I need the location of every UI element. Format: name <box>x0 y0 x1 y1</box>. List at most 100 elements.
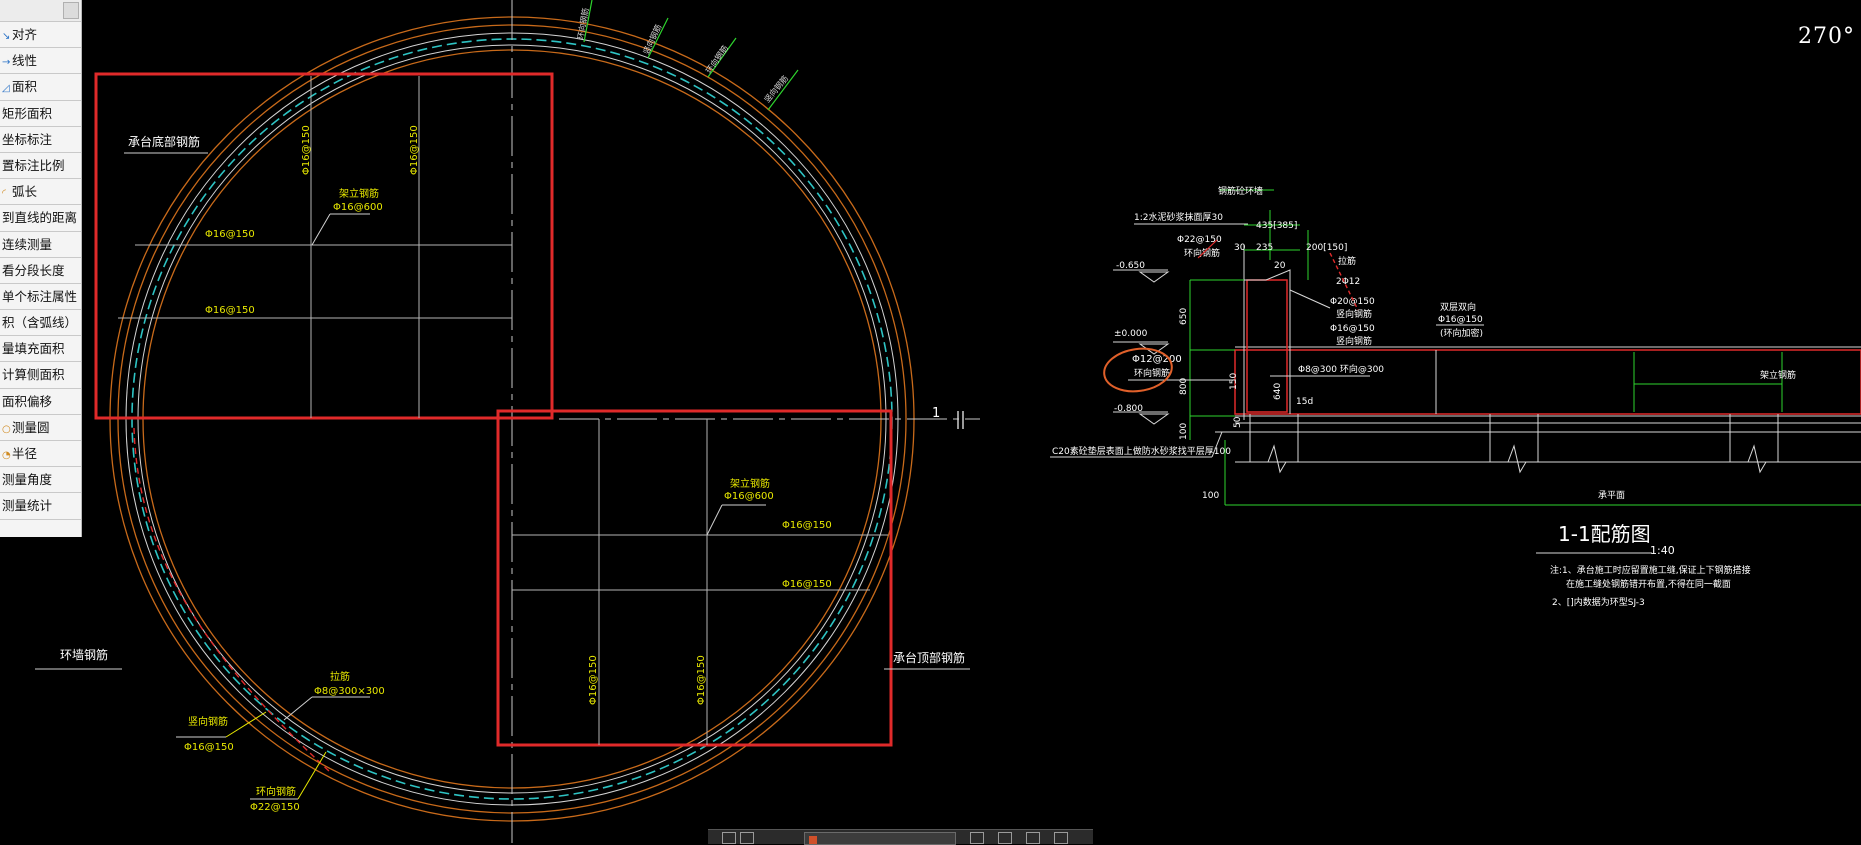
rebar-label: (环向加密) <box>1440 327 1483 339</box>
command-input[interactable] <box>804 832 956 845</box>
tool-radius[interactable]: ◔半径 <box>0 441 81 468</box>
tool-measure-circle[interactable]: ○测量圆 <box>0 415 81 441</box>
tool-align[interactable]: ↘对齐 <box>0 22 81 49</box>
rebar-label: Φ16@150 <box>1330 324 1375 334</box>
dim-text: 650 <box>1179 308 1189 325</box>
rebar-label: Φ22@150 <box>1177 235 1222 245</box>
erect-label: 架立钢筋 <box>730 477 770 490</box>
circled-rebar-spec: Φ12@200 <box>1132 354 1182 365</box>
dim-text: 235 <box>1256 243 1273 253</box>
hoop-spec: Φ22@150 <box>250 802 300 813</box>
red-leader <box>1329 252 1359 311</box>
dim-text: 20 <box>1274 261 1286 271</box>
hoop-label: 环向钢筋 <box>256 785 296 798</box>
tool-side-area[interactable]: 计算侧面积 <box>0 362 81 389</box>
section-scale: 1:40 <box>1650 544 1675 557</box>
dim-text: 钢筋砼环墙 <box>1218 185 1263 197</box>
leader-line <box>706 504 723 536</box>
tie-label: 拉筋 <box>330 670 350 683</box>
rebar-label: Φ20@150 <box>1330 297 1375 307</box>
dim-text: 150 <box>1229 373 1239 390</box>
tool-stats[interactable]: 测量统计 <box>0 493 81 520</box>
arrow-icon[interactable] <box>998 832 1012 844</box>
tool-linear[interactable]: →线性 <box>0 48 81 75</box>
rebar-spec: Φ16@150 <box>409 125 420 175</box>
tool-coord-dim[interactable]: 坐标标注 <box>0 127 81 153</box>
tool-angle[interactable]: 测量角度 <box>0 467 81 494</box>
erect-spec: Φ16@600 <box>724 491 774 502</box>
print-icon[interactable] <box>1054 832 1068 844</box>
leader-line <box>1289 289 1331 309</box>
rebar-label: 拉筋 <box>1338 255 1356 267</box>
rebar-spec: Φ16@150 <box>205 305 255 316</box>
cushion-label: C20素砼垫层表面上做防水砂浆找平层厚100 <box>1052 445 1231 457</box>
layer-icon[interactable] <box>1026 832 1040 844</box>
slab-outline <box>1234 349 1861 415</box>
dim-text: 200[150] <box>1306 243 1347 253</box>
measure-toolbar: ↘对齐 →线性 ◿面积 矩形面积 坐标标注 置标注比例 ◜弧长 到直线的距离 连… <box>0 0 82 537</box>
dim-text: 50 <box>1233 416 1243 428</box>
leader-line <box>1211 431 1223 458</box>
tool-fill-area[interactable]: 量填充面积 <box>0 336 81 363</box>
elevation-label: ±0.000 <box>1114 329 1148 339</box>
note-line: 2、[]内数据为环型SJ-3 <box>1552 596 1645 608</box>
section-erect-label: 架立钢筋 <box>1760 369 1796 381</box>
dim-text: 640 <box>1273 383 1283 400</box>
tool-arc-length[interactable]: ◜弧长 <box>0 179 81 206</box>
rebar-label: 环向钢筋 <box>1184 247 1220 259</box>
leader-line <box>311 213 331 246</box>
bottom-command-bar <box>708 829 1093 845</box>
rebar-spec: Φ16@150 <box>588 655 599 705</box>
rebar-spec: Φ16@150 <box>301 125 312 175</box>
ring-highlight-arc <box>133 427 331 773</box>
linear-dim-icon: → <box>2 57 11 69</box>
red-circle-markup[interactable] <box>1101 344 1174 395</box>
rebar-label: Φ8@300 环向@300 <box>1298 363 1384 375</box>
dim-text: 800 <box>1179 378 1189 395</box>
rebar-label: 2Φ12 <box>1336 277 1360 287</box>
vert-spec: Φ16@150 <box>184 742 234 753</box>
circled-rebar-text: 环向钢筋 <box>1134 367 1170 379</box>
pile-caps <box>1249 414 1779 474</box>
tool-area-offset[interactable]: 面积偏移 <box>0 389 81 415</box>
label-top-rebar: 承台顶部钢筋 <box>893 650 965 665</box>
tool-dim-scale[interactable]: 置标注比例 <box>0 153 81 180</box>
leader-line <box>225 711 267 738</box>
tool-icon[interactable] <box>722 832 736 844</box>
erect-label: 架立钢筋 <box>339 187 379 200</box>
rebar-spec: Φ16@150 <box>782 579 832 590</box>
rebar-label: 竖向钢筋 <box>1336 308 1372 320</box>
highlight-rect-bottom-rebar[interactable] <box>94 72 554 420</box>
rebar-label: Φ16@150 <box>1438 315 1483 325</box>
dim-text: 100 <box>1202 491 1219 501</box>
tool-continuous[interactable]: 连续测量 <box>0 232 81 258</box>
note-line: 注:1、承台施工时应留置施工缝,保证上下钢筋搭接 <box>1550 564 1751 576</box>
toolbar-close-tab[interactable] <box>63 2 79 19</box>
rebar-label: 竖向钢筋 <box>1336 335 1372 347</box>
tool-icon[interactable] <box>740 832 754 844</box>
tool-dist-to-line[interactable]: 到直线的距离 <box>0 205 81 232</box>
label-bottom-rebar: 承台底部钢筋 <box>128 134 200 149</box>
pencil-icon[interactable] <box>970 832 984 844</box>
toolbar-grip[interactable] <box>0 0 81 22</box>
highlight-rect-top-rebar[interactable] <box>496 409 893 747</box>
tie-spec: Φ8@300×300 <box>314 686 385 697</box>
elevation-marker <box>1138 271 1170 283</box>
radius-icon: ◔ <box>2 450 11 461</box>
arc-length-icon: ◜ <box>2 188 6 200</box>
rebar-label: 双层双向 <box>1440 301 1476 313</box>
erect-spec: Φ16@600 <box>333 202 383 213</box>
tool-area-arc[interactable]: 积（含弧线） <box>0 310 81 337</box>
circle-icon: ○ <box>2 423 11 435</box>
tool-area[interactable]: ◿面积 <box>0 74 81 101</box>
tool-rect-area[interactable]: 矩形面积 <box>0 101 81 127</box>
tool-dim-props[interactable]: 单个标注属性 <box>0 284 81 311</box>
record-icon <box>809 836 817 844</box>
rebar-spec: Φ16@150 <box>696 655 707 705</box>
dim-text: 30 <box>1234 243 1246 253</box>
tool-segment-length[interactable]: 看分段长度 <box>0 258 81 284</box>
dim-text: 1:2水泥砂浆抹面厚30 <box>1134 211 1223 223</box>
elevation-label: -0.800 <box>1114 404 1143 414</box>
view-angle-indicator: 270° <box>1798 24 1855 49</box>
